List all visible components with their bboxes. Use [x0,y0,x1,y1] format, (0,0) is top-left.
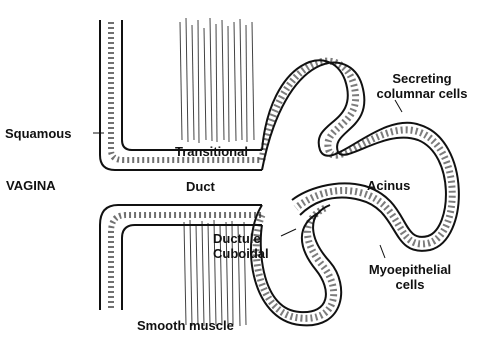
label-cuboidal: Cuboidal [213,246,269,261]
label-myoepithelial-cells: Myoepithelial cells [360,262,460,292]
label-transitional: Transitional [175,144,248,159]
label-squamous: Squamous [5,126,71,141]
lower-tubule [251,205,341,325]
label-secreting-line2: columnar cells [372,86,472,101]
label-secreting-columnar-cells: Secreting columnar cells [372,71,472,101]
label-ductule: Ductule [213,231,269,246]
smooth-muscle-fibers [180,18,254,326]
label-myo-line1: Myoepithelial [360,262,460,277]
label-smooth-muscle: Smooth muscle [137,318,234,333]
label-secreting-line1: Secreting [372,71,472,86]
label-myo-line2: cells [360,277,460,292]
label-vagina: VAGINA [6,178,56,193]
label-ductule-cuboidal: Ductule Cuboidal [213,231,269,261]
label-duct: Duct [186,179,215,194]
label-acinus: Acinus [367,178,410,193]
